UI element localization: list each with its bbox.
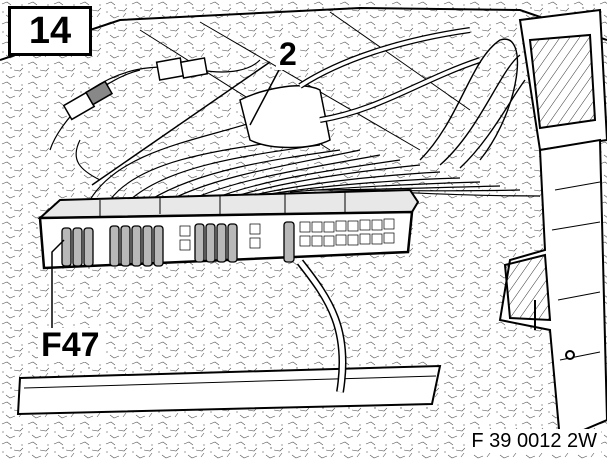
fuse-slots: [179, 218, 395, 251]
wire-loops: [419, 38, 526, 169]
callout-fuse-box-label: F47: [38, 328, 103, 362]
callout-harness-label: 2: [276, 38, 300, 70]
fuse-connector-block: [37, 188, 420, 270]
fuses: [61, 221, 295, 267]
trim-strip: [16, 364, 442, 416]
plug-connectors: [49, 57, 261, 181]
harness-sleeve: [239, 85, 331, 149]
callout-2-leaders: [91, 61, 281, 186]
step-number-box: 14: [8, 6, 92, 56]
figure-code: F 39 0012 2W: [467, 429, 601, 453]
step-number: 14: [28, 10, 72, 52]
callout-f47-leader: [51, 239, 65, 335]
relay-bracket: [498, 8, 607, 442]
